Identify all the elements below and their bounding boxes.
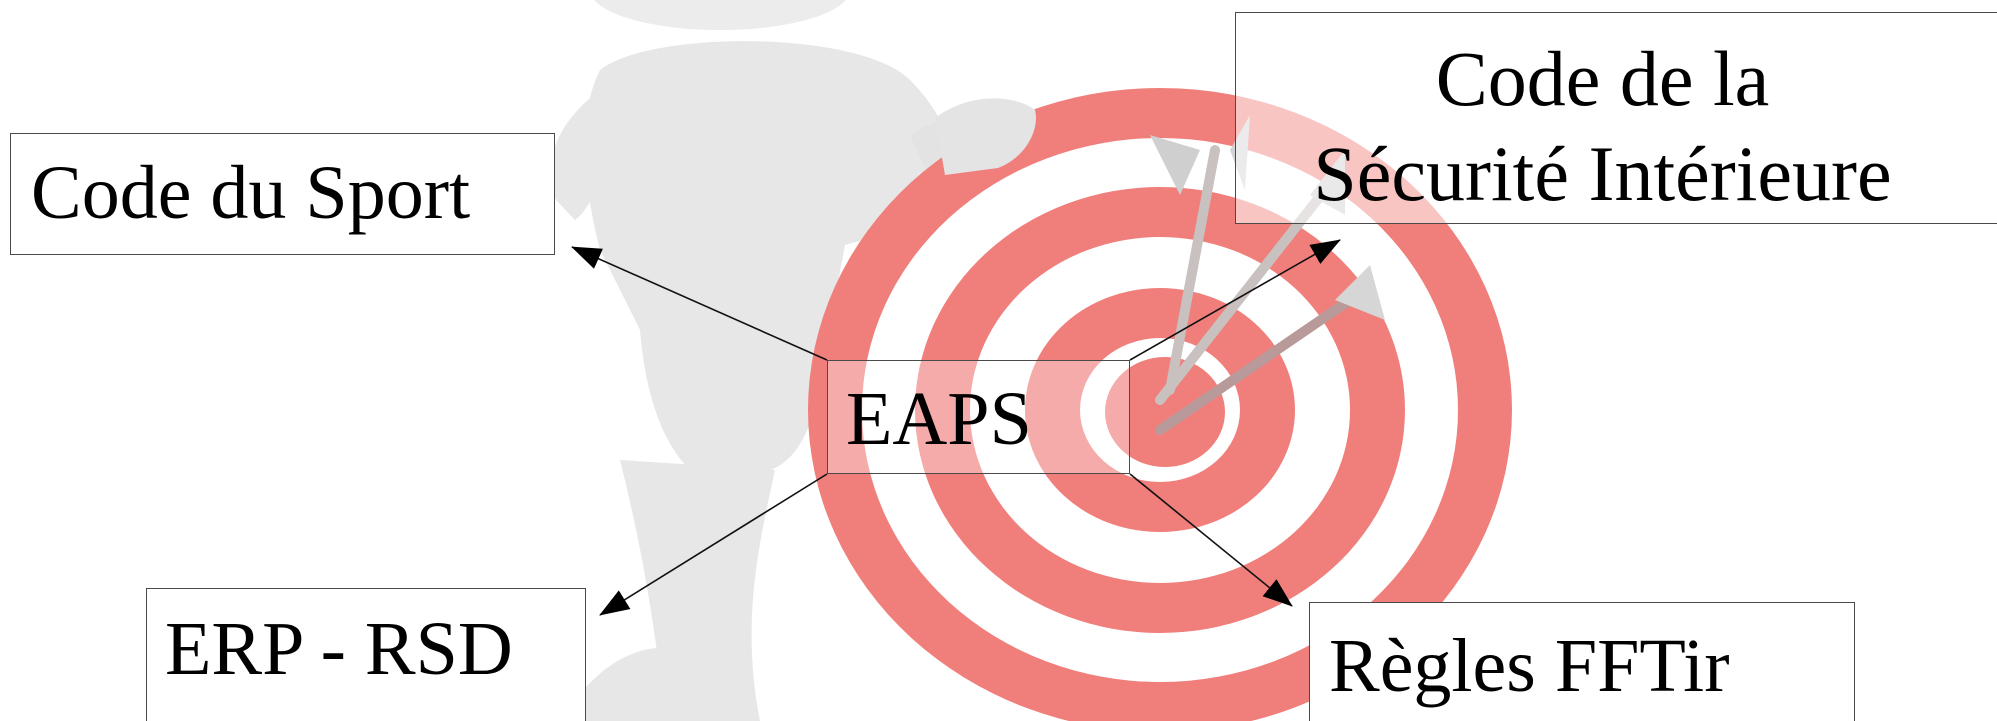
arrow-eaps-to-erp-rsd: [600, 474, 827, 615]
node-erp-rsd: ERP - RSD: [146, 588, 586, 721]
node-code-securite-line1: Code de la: [1236, 31, 1969, 126]
node-erp-rsd-label: ERP - RSD: [165, 604, 585, 695]
arrow-eaps-to-code-sport: [572, 247, 827, 360]
node-eaps-label: EAPS: [846, 374, 1129, 465]
node-code-du-sport: Code du Sport: [10, 133, 555, 255]
node-code-du-sport-label: Code du Sport: [31, 148, 554, 239]
node-code-securite-line2: Sécurité Intérieure: [1236, 126, 1969, 221]
node-eaps-center: EAPS: [827, 360, 1130, 474]
arrow-eaps-to-regles-fftir: [1130, 474, 1292, 606]
node-regles-fftir: Règles FFTir: [1309, 602, 1855, 721]
arrow-eaps-to-code-securite: [1130, 240, 1340, 360]
node-code-securite-interieure: Code de la Sécurité Intérieure: [1235, 12, 1997, 224]
node-regles-fftir-label: Règles FFTir: [1329, 621, 1854, 712]
